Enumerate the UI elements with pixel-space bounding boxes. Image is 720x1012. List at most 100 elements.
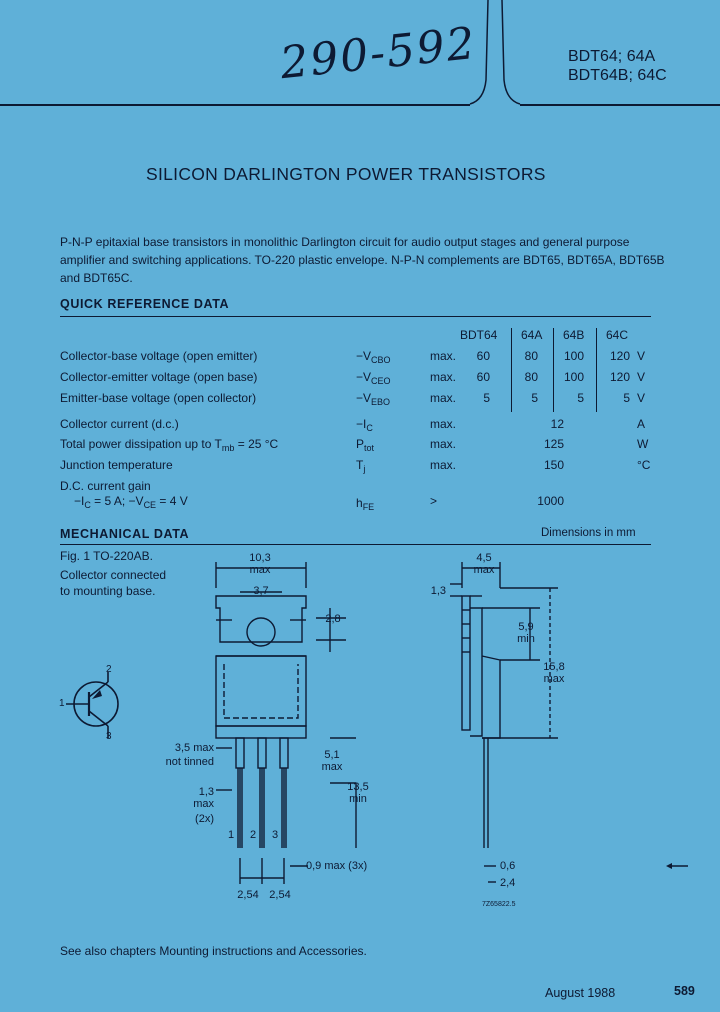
row-qualifier: max. bbox=[430, 370, 457, 384]
dimensions-note: Dimensions in mm bbox=[541, 527, 636, 539]
col-divider bbox=[596, 328, 597, 412]
row-unit: V bbox=[637, 391, 646, 405]
row-value: 60 bbox=[476, 370, 490, 384]
row-label-condition: −IC = 5 A; −VCE = 4 V bbox=[74, 494, 188, 510]
header-bracket bbox=[469, 0, 521, 105]
quick-reference-heading: QUICK REFERENCE DATA bbox=[60, 297, 230, 311]
header-rule-right bbox=[520, 104, 720, 106]
row-value: 1000 bbox=[537, 494, 564, 508]
dim-2-54-b: 2,54 bbox=[269, 889, 291, 901]
row-value: 5 bbox=[483, 391, 490, 405]
to220-front-view bbox=[215, 562, 357, 884]
header-rule-left bbox=[0, 104, 470, 106]
dim-0-9-max: 0,9 max (3x) bbox=[306, 860, 368, 872]
lead-label-2: 2 bbox=[249, 829, 257, 841]
dim-5-1-max: max bbox=[321, 761, 343, 773]
row-unit: W bbox=[637, 437, 649, 451]
dim-not-tinned: not tinned bbox=[165, 756, 214, 768]
row-label: Collector-emitter voltage (open base) bbox=[60, 370, 258, 384]
collector-note-2: to mounting base. bbox=[60, 584, 156, 598]
col-header-64c: 64C bbox=[606, 328, 629, 342]
dim-0-6: 0,6 bbox=[500, 860, 516, 872]
dim-2x: (2x) bbox=[195, 813, 214, 825]
row-qualifier: > bbox=[430, 494, 438, 508]
footer-date: August 1988 bbox=[545, 986, 616, 1000]
mechanical-rule bbox=[60, 544, 651, 545]
mechanical-heading: MECHANICAL DATA bbox=[60, 527, 190, 541]
pin-label-2: 2 bbox=[106, 664, 112, 675]
row-qualifier: max. bbox=[430, 349, 457, 363]
row-symbol: −VEBO bbox=[356, 391, 391, 407]
row-unit: V bbox=[637, 370, 646, 384]
dim-1-3: 1,3 bbox=[198, 786, 214, 798]
handwritten-note: 290-592 bbox=[277, 17, 479, 90]
dim-3-7: 3,7 bbox=[253, 585, 269, 597]
dim-4-5-max: max bbox=[473, 564, 495, 576]
lead-label-3: 3 bbox=[271, 829, 279, 841]
to220-side-view bbox=[450, 562, 558, 883]
collector-note-1: Collector connected bbox=[60, 568, 167, 582]
dim-10-3: 10,3 bbox=[249, 552, 271, 564]
row-symbol: hFE bbox=[356, 496, 375, 512]
col-header-64b: 64B bbox=[563, 328, 585, 342]
row-symbol: −VCEO bbox=[356, 370, 391, 386]
dim-1-3-side: 1,3 bbox=[430, 585, 446, 597]
dim-5-9-min: min bbox=[517, 633, 535, 645]
col-divider bbox=[553, 328, 554, 412]
row-value: 5 bbox=[577, 391, 584, 405]
dim-2-4: 2,4 bbox=[500, 877, 516, 889]
dim-13-5: 13,5 bbox=[347, 781, 369, 793]
row-value: 60 bbox=[476, 349, 490, 363]
dim-2-54-a: 2,54 bbox=[237, 889, 259, 901]
page-number: 589 bbox=[674, 984, 695, 998]
dim-5-1: 5,1 bbox=[324, 749, 340, 761]
transistor-symbol bbox=[66, 672, 119, 738]
revision-arrow bbox=[666, 863, 688, 869]
row-value: 150 bbox=[543, 458, 564, 472]
row-value: 5 bbox=[531, 391, 538, 405]
dim-10-3-max: max bbox=[249, 564, 271, 576]
pin-label-3: 3 bbox=[106, 731, 112, 742]
row-qualifier: max. bbox=[430, 458, 457, 472]
dim-15-8: 15,8 bbox=[543, 661, 565, 673]
intro-paragraph: P-N-P epitaxial base transistors in mono… bbox=[60, 235, 665, 285]
fig-caption: Fig. 1 TO-220AB. bbox=[60, 549, 153, 563]
dim-5-9: 5,9 bbox=[518, 621, 534, 633]
dim-13-5-min: min bbox=[349, 793, 367, 805]
row-value: 100 bbox=[563, 370, 584, 384]
dim-2-8: 2,8 bbox=[325, 613, 341, 625]
row-qualifier: max. bbox=[430, 437, 457, 451]
row-qualifier: max. bbox=[430, 417, 457, 431]
row-value: 125 bbox=[543, 437, 564, 451]
row-label: Junction temperature bbox=[60, 458, 173, 472]
row-value: 12 bbox=[550, 417, 564, 431]
row-label: Total power dissipation up to Tmb = 25 °… bbox=[60, 437, 279, 453]
row-value: 80 bbox=[524, 349, 538, 363]
row-unit: °C bbox=[637, 458, 651, 472]
col-header-64a: 64A bbox=[521, 328, 543, 342]
row-unit: V bbox=[637, 349, 646, 363]
row-unit: A bbox=[637, 417, 646, 431]
row-value: 5 bbox=[623, 391, 630, 405]
row-symbol: Ptot bbox=[356, 437, 375, 453]
row-value: 80 bbox=[524, 370, 538, 384]
row-qualifier: max. bbox=[430, 391, 457, 405]
part-number-line-1: BDT64; 64A bbox=[568, 48, 656, 65]
row-value: 100 bbox=[563, 349, 584, 363]
col-divider bbox=[511, 328, 512, 412]
row-value: 120 bbox=[609, 370, 630, 384]
row-label: Emitter-base voltage (open collector) bbox=[60, 391, 257, 405]
dim-15-8-max: max bbox=[543, 673, 565, 685]
row-label: Collector current (d.c.) bbox=[60, 417, 179, 431]
row-symbol: −IC bbox=[356, 417, 373, 433]
row-label: Collector-base voltage (open emitter) bbox=[60, 349, 258, 363]
quick-reference-rule bbox=[60, 316, 651, 317]
col-header-bdt64: BDT64 bbox=[460, 328, 498, 342]
row-symbol: −VCBO bbox=[356, 349, 391, 365]
drawing-code: 7Z65822.5 bbox=[482, 901, 516, 908]
part-number-line-2: BDT64B; 64C bbox=[568, 67, 667, 84]
lead-label-1: 1 bbox=[227, 829, 235, 841]
row-label: D.C. current gain bbox=[60, 479, 151, 493]
row-value: 120 bbox=[609, 349, 630, 363]
page-title: SILICON DARLINGTON POWER TRANSISTORS bbox=[146, 164, 546, 184]
